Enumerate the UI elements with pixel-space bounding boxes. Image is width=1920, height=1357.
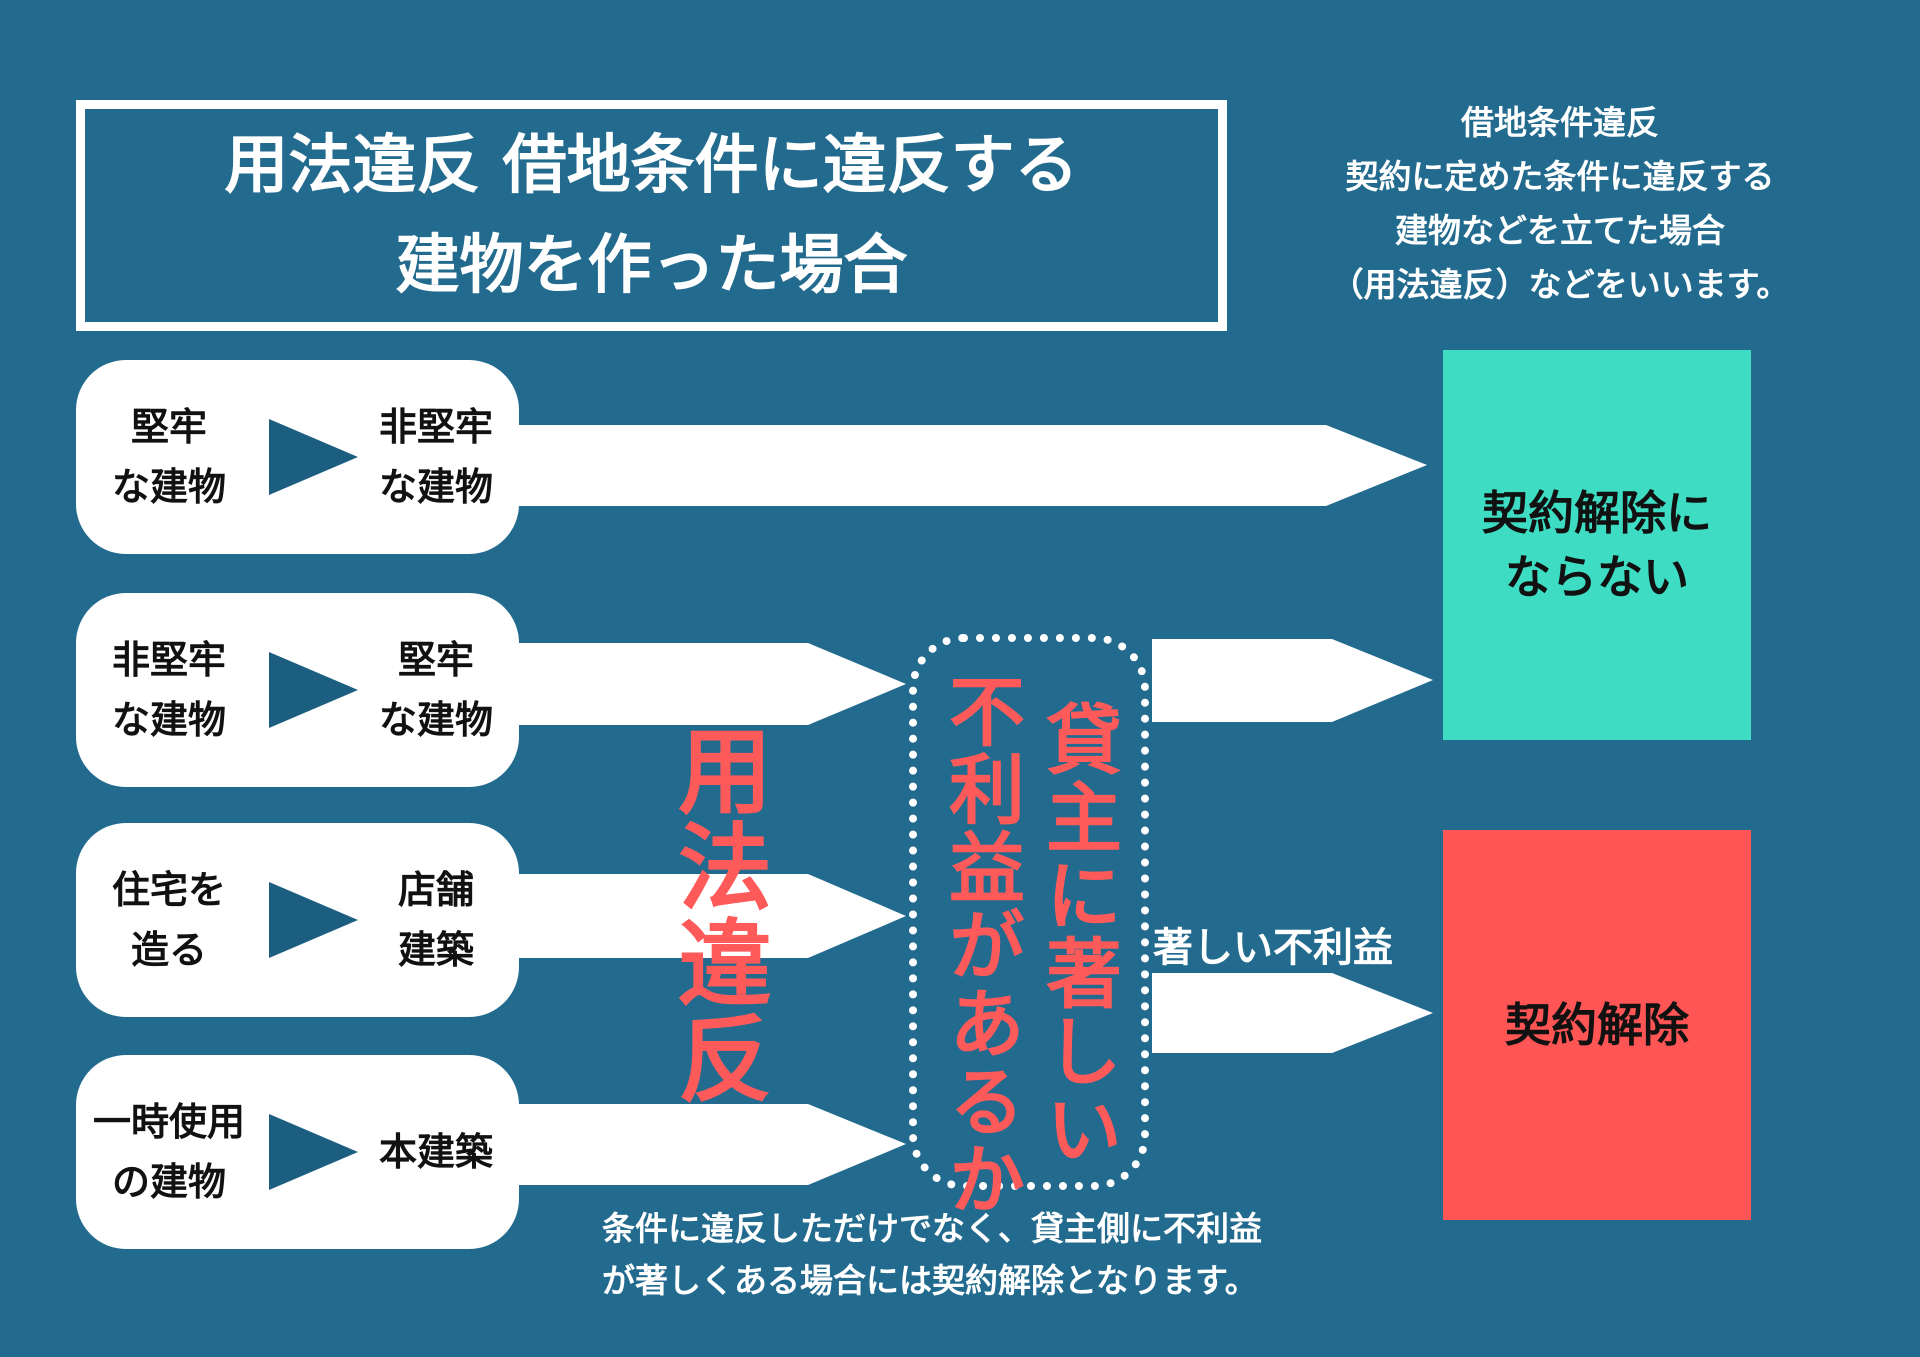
footer-note: 条件に違反しただけでなく、貸主側に不利益 が著しくある場合には契約解除となります… (602, 1203, 1262, 1307)
triangle-arrow-icon (269, 419, 358, 495)
case-from: 一時使用の建物 (92, 1100, 245, 1204)
violation-label: 用法違反 (662, 722, 771, 1106)
branch-label: 著しい不利益 (1153, 925, 1393, 971)
title-line-1: 用法違反 借地条件に違反する (224, 128, 1079, 203)
triangle-arrow-icon (269, 1114, 358, 1190)
note-line: 建物などを立てた場合 (1395, 211, 1725, 250)
arrow-case-1 (500, 425, 1427, 506)
case-to: 本建築 (378, 1130, 493, 1174)
arrow-to-termination (1152, 973, 1433, 1053)
note-line: （用法違反）などをいいます。 (1330, 265, 1790, 304)
case-to: 非堅牢な建物 (378, 405, 493, 509)
arrow-case-2 (500, 643, 906, 725)
note-line: 借地条件違反 (1461, 103, 1659, 142)
title-line-2: 建物を作った場合 (395, 228, 908, 303)
footer-line: 条件に違反しただけでなく、貸主側に不利益 (602, 1209, 1262, 1248)
outcome-line: 契約解除 (1505, 998, 1689, 1052)
case-from: 非堅牢な建物 (111, 638, 226, 742)
definition-note: 借地条件違反 契約に定めた条件に違反する 建物などを立てた場合 （用法違反）など… (1290, 96, 1830, 312)
case-to: 店舗建築 (397, 868, 474, 972)
question-col-2: 不利益があるか (936, 672, 1025, 1218)
case-box-2: 非堅牢な建物 堅牢な建物 (76, 593, 519, 787)
note-line: 契約に定めた条件に違反する (1345, 157, 1775, 196)
outcome-line: ならない (1505, 550, 1689, 604)
case-to: 堅牢な建物 (378, 638, 493, 742)
arrow-case-3 (500, 874, 906, 958)
question-col-1: 貸主に著しい (1033, 700, 1122, 1168)
case-from: 住宅を造る (111, 868, 226, 972)
outcome-no-termination: 契約解除に ならない (1443, 350, 1751, 740)
case-box-4: 一時使用の建物 本建築 (76, 1055, 519, 1249)
case-from: 堅牢な建物 (111, 405, 226, 509)
question-box (909, 634, 1149, 1190)
triangle-arrow-icon (269, 882, 358, 958)
outcome-line: 契約解除に (1482, 486, 1712, 540)
arrow-case-4 (500, 1104, 906, 1185)
arrow-to-no-termination (1152, 639, 1433, 722)
case-box-3: 住宅を造る 店舗建築 (76, 823, 519, 1017)
outcome-termination: 契約解除 (1443, 830, 1751, 1220)
triangle-arrow-icon (269, 652, 358, 728)
title-box: 用法違反 借地条件に違反する 建物を作った場合 (76, 100, 1227, 331)
footer-line: が著しくある場合には契約解除となります。 (602, 1261, 1258, 1300)
case-box-1: 堅牢な建物 非堅牢な建物 (76, 360, 519, 554)
